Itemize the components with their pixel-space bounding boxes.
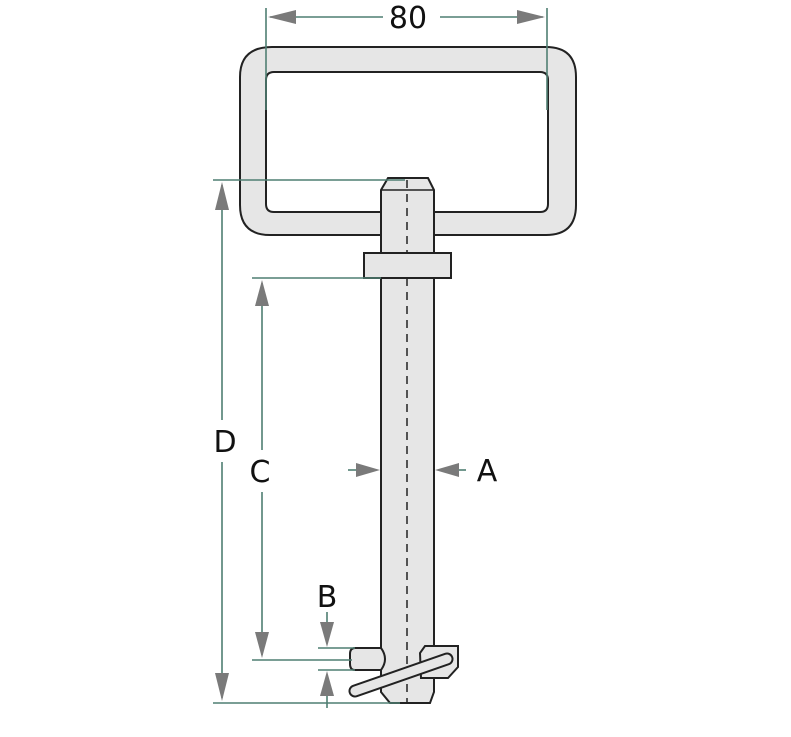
dimension-a: A [348,454,498,489]
dimension-label-80: 80 [389,1,427,36]
dimension-b: B [317,580,355,708]
dimension-d: D [213,179,405,704]
dimension-label-b: B [317,580,338,615]
linch-pin-assembly [348,645,459,698]
collar [363,252,452,279]
pin-stub [349,647,386,671]
dimension-c: C [250,277,381,661]
dimension-label-d: D [213,425,236,460]
dimension-label-c: C [250,455,271,490]
dimension-width: 80 [265,1,548,110]
dimension-label-a: A [477,454,498,489]
